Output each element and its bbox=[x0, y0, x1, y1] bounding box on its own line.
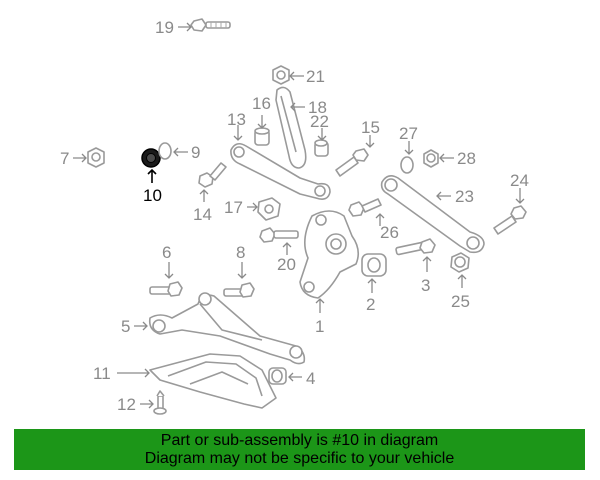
part-13-arm[interactable] bbox=[230, 142, 331, 200]
callout-24[interactable]: 24 bbox=[510, 171, 529, 190]
callout-26[interactable]: 26 bbox=[380, 223, 399, 242]
callout-25[interactable]: 25 bbox=[451, 292, 470, 311]
callout-19[interactable]: 19 bbox=[155, 18, 174, 37]
part-4-bushing[interactable] bbox=[268, 367, 287, 385]
callout-13[interactable]: 13 bbox=[227, 110, 246, 129]
part-21-nut[interactable] bbox=[272, 65, 290, 85]
leader-6 bbox=[164, 262, 174, 279]
callout-27[interactable]: 27 bbox=[399, 124, 418, 143]
banner-line-1: Part or sub-assembly is #10 in diagram bbox=[160, 432, 439, 449]
leader-3 bbox=[422, 256, 432, 272]
part-10-nut[interactable] bbox=[141, 148, 161, 168]
part-20-bolt[interactable] bbox=[259, 227, 299, 243]
leader-5 bbox=[134, 321, 148, 331]
leader-26 bbox=[375, 213, 385, 226]
leader-4 bbox=[288, 372, 302, 382]
part-16-bushing[interactable] bbox=[254, 127, 270, 146]
leader-14 bbox=[199, 189, 209, 202]
leader-17 bbox=[247, 202, 258, 212]
callout-23[interactable]: 23 bbox=[455, 187, 474, 206]
leader-28 bbox=[439, 153, 454, 163]
leader-23 bbox=[436, 191, 451, 201]
part-28-nut[interactable] bbox=[423, 149, 439, 168]
leader-16 bbox=[257, 115, 267, 129]
part-9-washer[interactable] bbox=[158, 142, 172, 160]
callout-22[interactable]: 22 bbox=[310, 112, 329, 131]
part-8-bolt[interactable] bbox=[223, 282, 255, 298]
part-14-bolt[interactable] bbox=[198, 162, 227, 188]
part-25-bushing[interactable] bbox=[450, 252, 470, 273]
callout-20[interactable]: 20 bbox=[277, 255, 296, 274]
leader-13 bbox=[233, 125, 243, 141]
info-banner: Part or sub-assembly is #10 in diagram D… bbox=[14, 429, 585, 470]
part-7-nut[interactable] bbox=[87, 147, 105, 168]
callout-2[interactable]: 2 bbox=[366, 295, 375, 314]
parts-diagram: 19 21 18 16 22 13 15 27 bbox=[60, 18, 529, 415]
callout-1[interactable]: 1 bbox=[315, 317, 324, 336]
part-2-bushing[interactable] bbox=[361, 253, 387, 277]
leader-10 bbox=[147, 168, 157, 183]
part-24-bolt[interactable] bbox=[493, 205, 527, 235]
callout-3[interactable]: 3 bbox=[421, 276, 430, 295]
callout-17[interactable]: 17 bbox=[224, 198, 243, 217]
part-19-bolt[interactable] bbox=[190, 18, 231, 32]
part-26-bolt[interactable] bbox=[348, 198, 382, 217]
callout-21[interactable]: 21 bbox=[306, 67, 325, 86]
callout-5[interactable]: 5 bbox=[121, 317, 130, 336]
callout-28[interactable]: 28 bbox=[457, 149, 476, 168]
leader-11 bbox=[117, 368, 150, 378]
part-1-knuckle[interactable] bbox=[299, 210, 360, 299]
banner-line-2: Diagram may not be specific to your vehi… bbox=[144, 450, 455, 467]
leader-19 bbox=[178, 22, 192, 32]
leader-1 bbox=[315, 298, 325, 313]
callout-6[interactable]: 6 bbox=[162, 243, 171, 262]
leader-2 bbox=[367, 278, 377, 293]
callout-12[interactable]: 12 bbox=[117, 395, 136, 414]
leader-27 bbox=[404, 141, 414, 155]
part-18-link[interactable] bbox=[275, 86, 307, 169]
part-6-bolt[interactable] bbox=[149, 281, 183, 297]
callout-8[interactable]: 8 bbox=[236, 243, 245, 262]
part-12-clip[interactable] bbox=[153, 390, 167, 415]
leader-18 bbox=[290, 102, 305, 112]
part-15-bolt[interactable] bbox=[335, 148, 369, 177]
leader-15 bbox=[365, 135, 375, 148]
part-23-arm[interactable] bbox=[380, 174, 485, 254]
part-17-bracket[interactable] bbox=[257, 197, 281, 221]
part-27-ring[interactable] bbox=[400, 156, 414, 174]
part-22-bushing[interactable] bbox=[314, 139, 329, 157]
callout-4[interactable]: 4 bbox=[306, 369, 315, 388]
leader-9 bbox=[173, 147, 188, 157]
callout-14[interactable]: 14 bbox=[193, 205, 212, 224]
part-5-control-arm[interactable] bbox=[148, 292, 306, 365]
callout-11[interactable]: 11 bbox=[93, 364, 111, 383]
callout-7[interactable]: 7 bbox=[60, 149, 69, 168]
callout-15[interactable]: 15 bbox=[361, 118, 380, 137]
callout-10[interactable]: 10 bbox=[143, 186, 162, 205]
leader-22 bbox=[317, 128, 327, 141]
callout-9[interactable]: 9 bbox=[191, 143, 200, 162]
leader-24 bbox=[515, 188, 525, 204]
part-3-bolt[interactable] bbox=[395, 238, 436, 256]
callout-16[interactable]: 16 bbox=[252, 94, 271, 113]
leader-21 bbox=[289, 71, 304, 81]
leader-20 bbox=[282, 242, 292, 255]
leader-25 bbox=[457, 274, 467, 288]
leader-8 bbox=[237, 262, 247, 279]
callout-18[interactable]: 18 bbox=[308, 98, 327, 117]
leader-12 bbox=[140, 399, 154, 409]
part-11-cover[interactable] bbox=[149, 353, 277, 409]
leader-7 bbox=[73, 153, 87, 163]
